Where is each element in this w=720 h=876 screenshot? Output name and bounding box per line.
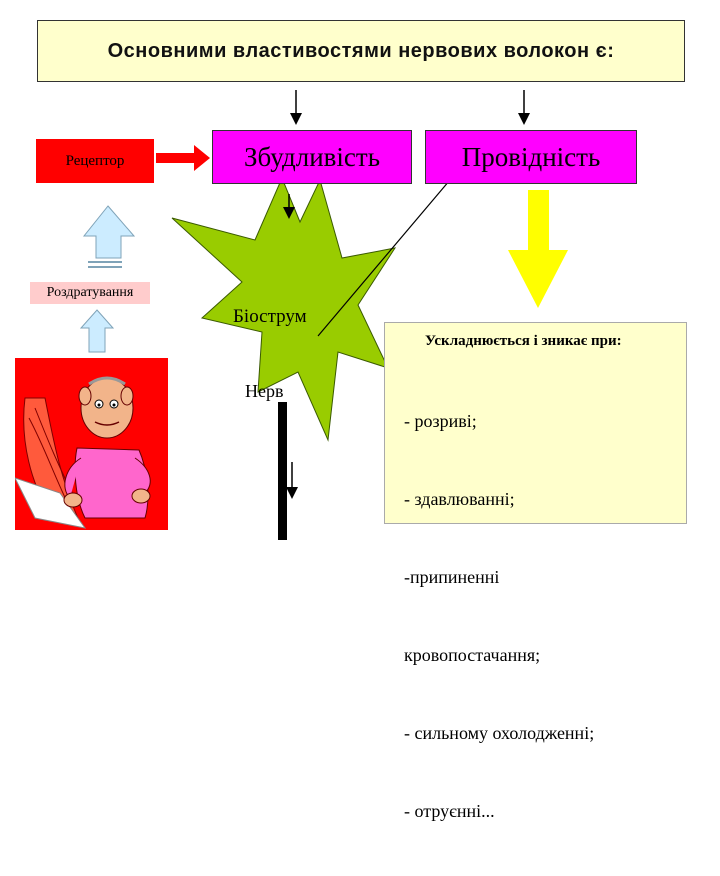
blue-up-arrow-small <box>79 309 115 353</box>
complication-item: - сильному охолодженні; <box>404 723 595 743</box>
complication-item: - отруєнні... <box>404 801 495 821</box>
conductivity-box: Провідність <box>425 130 637 184</box>
biocurrent-label: Біострум <box>233 306 307 327</box>
complication-item: - здавлюванні; <box>404 489 515 509</box>
receptor-box: Рецептор <box>36 139 154 183</box>
red-arrow <box>156 145 210 171</box>
complication-item: кровопостачання; <box>404 645 541 665</box>
complication-item: - розриві; <box>404 411 477 431</box>
nerve-label: Нерв <box>245 381 284 401</box>
irritation-box: Роздратування <box>30 282 150 304</box>
diagram-canvas <box>79 90 568 540</box>
complication-heading: Ускладнюється і зникає при: <box>425 333 622 349</box>
complication-list: - розриві; - здавлюванні; -припиненні кр… <box>404 356 594 876</box>
blue-up-arrow-large <box>82 205 136 268</box>
nerve-bar <box>278 402 287 540</box>
cartoon-picture <box>14 358 168 530</box>
biocurrent-burst <box>171 176 397 442</box>
complication-item: -припиненні <box>404 567 500 587</box>
complication-box: Ускладнюється і зникає при: - розриві; -… <box>384 322 687 821</box>
excitability-box: Збудливість <box>212 130 412 184</box>
diagram-title: Основними властивостями нервових волокон… <box>37 20 685 82</box>
diagonal-arrow <box>317 172 457 337</box>
yellow-arrow <box>508 190 568 308</box>
